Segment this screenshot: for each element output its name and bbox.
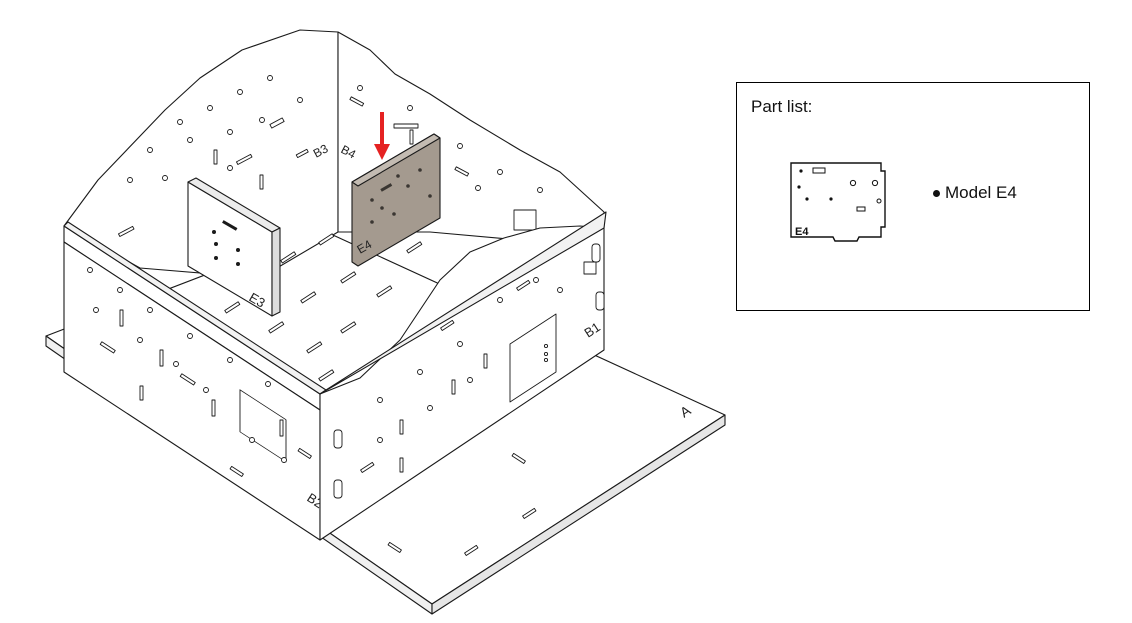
label-b4: B4 [339,142,359,161]
wall-b1: B1 [319,211,607,541]
floor-slots [224,233,423,382]
part-list-title: Part list: [751,97,813,116]
label-e3: E3 [247,290,268,311]
part-list-item-label: Model E4 [945,183,1017,202]
label-e4: E4 [355,237,375,257]
wall-b2: B2 [63,221,327,541]
part-list-box: Part list: E4 Model E4 [736,82,1090,311]
label-b1: B1 [581,319,603,340]
part-e4-thumbnail: E4 [790,162,886,242]
placement-arrow [374,112,390,160]
label-b3: B3 [311,141,331,160]
part-list-item: Model E4 [933,183,1017,203]
panel-e3: E3 [187,177,281,317]
thumbnail-label-e4: E4 [795,226,809,238]
bullet-icon [933,189,940,197]
panel-e4-highlighted: E4 [351,133,441,267]
